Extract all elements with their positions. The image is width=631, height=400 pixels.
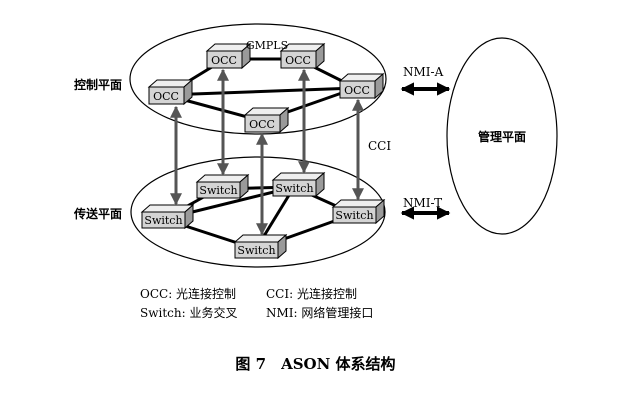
control-plane-label: 控制平面 <box>74 77 122 92</box>
management-plane-ellipse <box>446 37 558 235</box>
occ-node: OCC <box>279 42 326 70</box>
cci-label: CCI <box>368 139 391 153</box>
cci-arrows <box>170 68 364 236</box>
switch-node-label: Switch <box>275 182 313 195</box>
switch-node-label: Switch <box>144 214 182 227</box>
switch-node: Switch <box>195 173 250 200</box>
switch-node-label: Switch <box>335 209 373 222</box>
occ-node-label: OCC <box>249 118 275 131</box>
transport-plane-label: 传送平面 <box>73 206 122 221</box>
occ-node-label: OCC <box>344 84 370 97</box>
legend-switch: Switch: 业务交叉 <box>140 306 238 320</box>
figure-caption: 图 7 ASON 体系结构 <box>235 355 396 373</box>
occ-node: OCC <box>338 72 385 100</box>
switch-node: Switch <box>271 171 326 198</box>
occ-node-label: OCC <box>285 54 311 67</box>
legend-occ: OCC: 光连接控制 <box>140 287 237 301</box>
legend-cci: CCI: 光连接控制 <box>266 287 357 301</box>
occ-node-label: OCC <box>211 54 237 67</box>
occ-node: OCC <box>147 78 194 106</box>
switch-node: Switch <box>331 198 386 225</box>
switch-node-label: Switch <box>237 244 275 257</box>
occ-node-label: OCC <box>153 90 179 103</box>
legend-row-1: OCC: 光连接控制 CCI: 光连接控制 <box>140 285 357 302</box>
nmi-t-label: NMI-T <box>403 196 442 210</box>
switch-node: Switch <box>233 233 288 260</box>
legend-nmi: NMI: 网络管理接口 <box>266 306 374 320</box>
nmi-a-label: NMI-A <box>403 65 444 79</box>
switch-node-label: Switch <box>199 184 237 197</box>
occ-node: OCC <box>205 42 252 70</box>
switch-node: Switch <box>140 203 195 230</box>
legend-row-2: Switch: 业务交叉 NMI: 网络管理接口 <box>140 304 373 321</box>
gmpls-label: GMPLS <box>246 39 288 52</box>
ason-diagram: OCC OCC OCC OCC OCC Switch Switch <box>73 23 558 268</box>
occ-node: OCC <box>243 106 290 134</box>
management-plane-label: 管理平面 <box>478 129 526 144</box>
